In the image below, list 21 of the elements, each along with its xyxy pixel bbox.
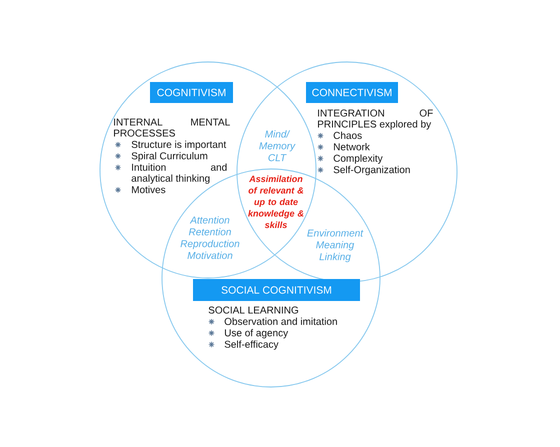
- list-item: Chaos: [334, 132, 362, 139]
- overlap-label: Attention Retention Reproduction Motivation: [180, 216, 240, 259]
- overlap-label: Mind/ Memory CLT: [259, 130, 296, 162]
- list-item: Observation and imitation: [224, 318, 337, 325]
- title-box: SOCIAL COGNITIVISM: [193, 279, 360, 301]
- list-item: Motives: [132, 186, 166, 194]
- title-box: CONNECTIVISM: [306, 82, 398, 103]
- list-item: Structure is important: [132, 140, 226, 150]
- heading: INTEGRATION OF PRINCIPLES explored by: [318, 110, 433, 130]
- title-box: COGNITIVISM: [150, 82, 233, 103]
- heading: INTERNAL MENTAL PROCESSES: [114, 118, 230, 137]
- list-item: Self-Organization: [334, 166, 410, 176]
- overlap-label: Environment Meaning Linking: [307, 229, 364, 262]
- center-label: Assimilation of relevant & up to date knowledge & skills: [248, 175, 304, 228]
- list-item: Network: [334, 143, 370, 150]
- list-item: Intuition and analytical thinking: [132, 163, 227, 184]
- list-item: Spiral Curriculum: [132, 152, 208, 162]
- list-item: Use of agency: [224, 329, 288, 338]
- heading: SOCIAL LEARNING: [208, 306, 298, 314]
- list-item: Self-efficacy: [224, 340, 278, 350]
- list-item: Complexity: [334, 154, 383, 164]
